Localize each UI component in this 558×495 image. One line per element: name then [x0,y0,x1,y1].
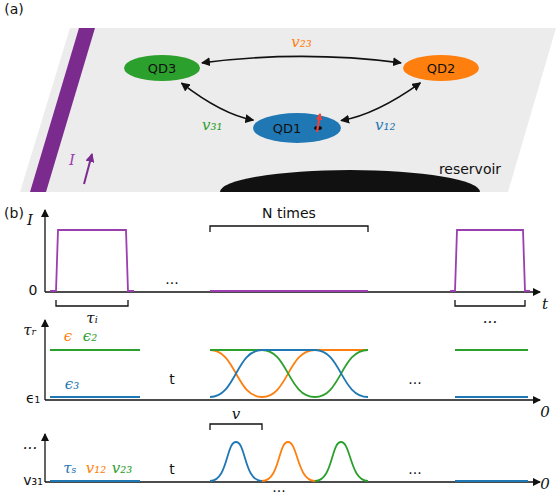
axis-name: 0 [540,404,550,421]
quantum-dot: QD1 [253,113,341,143]
axis-name: τᵣ [23,322,37,339]
ellipsis: ... [408,462,421,477]
duration-label: ... [483,310,497,327]
quantum-dot: QD2 [403,55,479,81]
quantum-dot: QD3 [124,55,200,81]
axis-origin: ϵ₁ [26,391,40,406]
axis-name: I [27,212,33,229]
dot-label: QD2 [427,61,456,76]
note: ... [272,480,285,495]
curve-name: ϵ₂ [83,328,97,345]
duration-label: v [232,406,240,423]
current-symbol: I [69,152,75,169]
coupling-label: v₁₂ [373,117,398,134]
coupling-arrow [341,83,420,121]
curve-name: v₁₂ [86,460,107,477]
axis-name: ... [23,436,37,453]
coupling-label: v₃₁ [200,117,225,134]
curve-name: ϵ₃ [65,376,79,393]
ellipsis: t [169,462,175,477]
axis-origin: 0 [29,283,38,298]
axis-name: t [542,296,548,313]
coupling-arrow [202,56,401,62]
axis-name: 0 [540,476,550,493]
device-plane [20,28,556,192]
ellipsis: ... [408,372,421,387]
curve-name: τₛ [63,460,76,477]
dot-label: QD1 [273,121,302,136]
spin-arrow [311,110,327,136]
curve-name: ϵ [64,328,72,345]
dot-label: QD3 [148,61,177,76]
current-stripe [30,28,95,192]
current-arrow [84,154,92,184]
coupling-arrow [182,83,254,120]
axis-origin: v₃₁ [23,473,43,488]
duration-label: τᵢ [86,310,97,327]
panel-tag: (a) [4,2,24,17]
part-name: reservoir [439,162,501,177]
ellipsis: ... [165,272,178,287]
curve-name: v₂₃ [112,460,133,477]
ellipsis: t [169,372,175,387]
panel-tag: (b) [4,206,24,221]
coupling-label: v₂₃ [289,34,314,51]
repeat-note: N times [262,206,316,221]
